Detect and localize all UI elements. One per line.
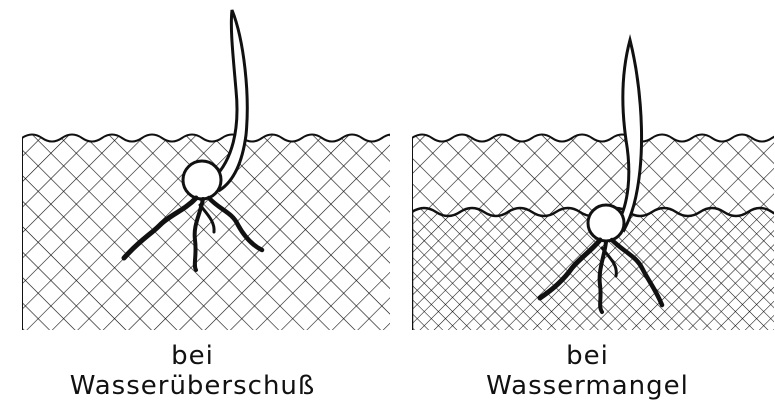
panel-right-water-shortage [412, 40, 775, 332]
caption-right-line2: Wassermangel [400, 371, 775, 401]
panel-left-water-excess [22, 10, 402, 332]
caption-left: bei Wasserüberschuß [0, 341, 385, 401]
caption-left-line1: bei [0, 341, 385, 371]
caption-right-line1: bei [400, 341, 775, 371]
caption-right: bei Wassermangel [400, 341, 775, 401]
seed-left-icon [183, 161, 221, 199]
caption-left-line2: Wasserüberschuß [0, 371, 385, 401]
seed-right-icon [588, 205, 624, 241]
